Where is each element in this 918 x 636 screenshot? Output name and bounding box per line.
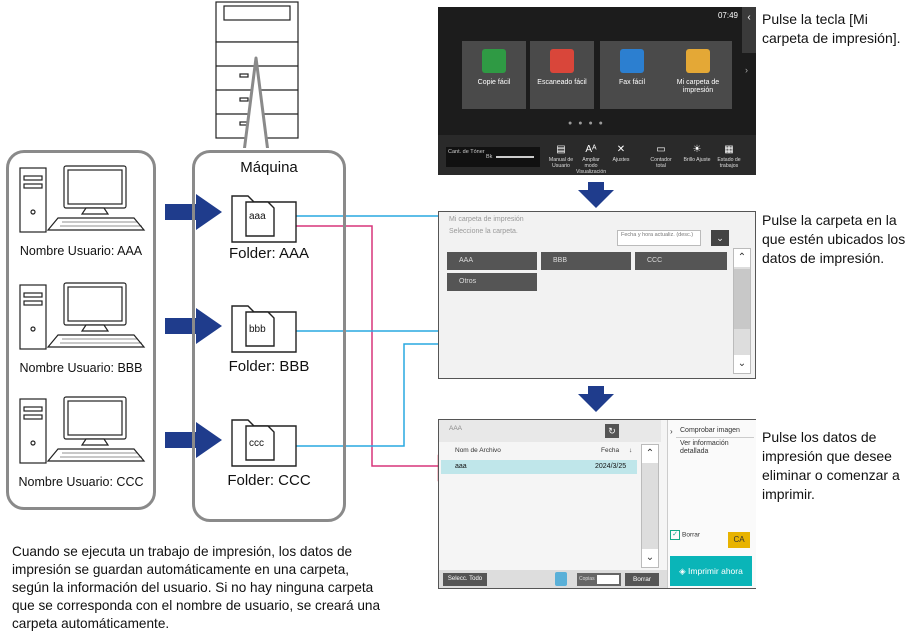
page-indicator-dots: ●●●●	[568, 120, 609, 127]
toner-indicator: Cant. de Tóner Bk	[446, 147, 540, 167]
ca-button[interactable]: CA	[728, 532, 750, 548]
print-folder-icon	[686, 49, 710, 73]
doc-ccc	[245, 425, 275, 461]
tile-copie-facil[interactable]: Copie fácil	[462, 41, 526, 109]
scroll-down-icon[interactable]: ⌄	[734, 355, 750, 373]
scroll-up-icon[interactable]: ⌃	[734, 249, 750, 267]
tile-escaneado-facil[interactable]: Escaneado fácil	[530, 41, 594, 109]
toolbar-job-status[interactable]: ▦Estado de trabajos	[714, 143, 744, 169]
file-list-footer: Selecc. Todo Copias Borrar	[439, 570, 667, 588]
current-folder: AAA	[449, 425, 463, 432]
user-label-aaa: Nombre Usuario: AAA	[19, 244, 143, 258]
home-screen: 07:49 ‹ › Copie fácil Escaneado fácil Fa…	[438, 7, 756, 175]
folder-label-ccc: Folder: CCC	[227, 472, 311, 489]
folder-label-bbb: Folder: BBB	[228, 358, 310, 375]
user-label-ccc: Nombre Usuario: CCC	[18, 475, 144, 489]
keyboard-keys	[60, 221, 142, 458]
copy-icon	[482, 49, 506, 73]
scan-icon	[550, 49, 574, 73]
file-scrollbar[interactable]: ⌃ ⌄	[641, 444, 659, 568]
manual-icon: ▤	[556, 144, 566, 155]
toolbar-settings[interactable]: ✕Ajustes	[606, 143, 636, 163]
user-label-bbb: Nombre Usuario: BBB	[19, 361, 143, 375]
users-panel	[6, 150, 156, 510]
file-actions-panel: › Comprobar imagen Ver información detal…	[667, 420, 756, 588]
check-image-option[interactable]: Comprobar imagen	[680, 427, 740, 434]
computer-aaa	[19, 165, 146, 233]
col-file-name: Nom de Archivo	[455, 447, 501, 454]
folder-scrollbar[interactable]: ⌃ ⌄	[733, 248, 751, 374]
scroll-down-icon[interactable]: ⌄	[642, 549, 658, 567]
computer-ccc	[19, 396, 146, 464]
trash-icon	[555, 572, 567, 586]
file-name: aaa	[455, 463, 467, 470]
copies-input[interactable]	[597, 575, 619, 584]
sort-select[interactable]: Fecha y hora actualiz. (desc.)	[617, 230, 701, 246]
doc-label-bbb: bbb	[249, 324, 266, 335]
folder-label-aaa: Folder: AAA	[228, 245, 310, 262]
instruction-1: Pulse la tecla [Mi carpeta de impresión]…	[762, 11, 901, 46]
side-tab-arrow[interactable]: ‹	[742, 7, 756, 53]
zoom-text-icon: Aᴬ	[585, 144, 597, 155]
machine-title: Máquina	[240, 159, 298, 176]
tile-fax-facil[interactable]: Fax fácil	[600, 41, 664, 109]
doc-label-aaa: aaa	[249, 211, 266, 222]
toolbar-counter[interactable]: ▭Contador total	[646, 143, 676, 169]
file-date: 2024/3/25	[595, 463, 627, 470]
delete-button[interactable]: Borrar	[625, 573, 659, 586]
doc-aaa	[245, 201, 275, 237]
file-list-screen: AAA ↻ Nom de Archivo Fecha ↓ aaa 2024/3/…	[438, 419, 756, 589]
sort-arrow-icon[interactable]: ↓	[629, 447, 633, 454]
details-option[interactable]: Ver información detallada	[680, 440, 729, 455]
select-all-button[interactable]: Selecc. Todo	[443, 573, 487, 586]
start-icon: ◈	[679, 566, 689, 576]
computer-icons	[19, 165, 146, 464]
folder-button-ccc[interactable]: CCC	[635, 252, 727, 270]
screen-subtitle: Seleccione la carpeta.	[449, 228, 518, 235]
job-status-icon: ▦	[724, 144, 734, 155]
file-list-header: AAA ↻	[439, 420, 661, 442]
line-aaa-pink	[294, 225, 440, 467]
machine-panel	[192, 150, 346, 522]
copies-field[interactable]: Copias	[577, 573, 621, 586]
scroll-thumb[interactable]	[734, 269, 750, 329]
instruction-2: Pulse la carpeta en la que estén ubicado…	[762, 212, 906, 266]
folder-button-aaa[interactable]: AAA	[447, 252, 537, 270]
file-row[interactable]: aaa 2024/3/25	[441, 460, 637, 474]
folder-button-bbb[interactable]: BBB	[541, 252, 631, 270]
down-arrow-1	[578, 182, 614, 208]
clock: 07:49	[717, 11, 738, 20]
folder-select-screen: Mi carpeta de impresión Seleccione la ca…	[438, 211, 756, 379]
scroll-up-icon[interactable]: ⌃	[642, 445, 658, 463]
print-now-button[interactable]: ◈ Imprimir ahora	[670, 556, 752, 586]
doc-label-ccc: ccc	[249, 438, 264, 449]
folder-icons	[231, 195, 297, 467]
delete-checkbox[interactable]: ✓Borrar	[670, 530, 700, 540]
next-page-arrow[interactable]: ›	[745, 65, 748, 75]
toner-level-bar	[496, 156, 534, 158]
tile-mi-carpeta-impresion[interactable]: Mi carpeta de impresión	[664, 41, 732, 109]
description-text: Cuando se ejecuta un trabajo de impresió…	[12, 544, 381, 631]
folder-button-otros[interactable]: Otros	[447, 273, 537, 291]
chevron-down-icon[interactable]: ⌄	[711, 230, 729, 246]
counter-icon: ▭	[656, 144, 666, 155]
doc-bbb	[245, 311, 275, 347]
fax-icon	[620, 49, 644, 73]
divider	[676, 437, 754, 438]
toolbar-brightness[interactable]: ☀Brillo Ajuste	[683, 144, 711, 163]
computer-bbb	[19, 282, 146, 350]
screen-title: Mi carpeta de impresión	[449, 216, 524, 223]
settings-tools-icon: ✕	[616, 144, 626, 155]
col-date: Fecha	[601, 447, 620, 454]
refresh-icon[interactable]: ↻	[605, 424, 619, 438]
toolbar-manual[interactable]: ▤Manual de Usuario	[546, 143, 576, 169]
chevron-right-icon[interactable]: ›	[670, 427, 673, 436]
instruction-3: Pulse los datos de impresión que desee e…	[762, 429, 900, 502]
check-icon: ✓	[670, 530, 680, 540]
down-arrow-2	[578, 386, 614, 412]
brightness-icon: ☀	[692, 144, 702, 155]
